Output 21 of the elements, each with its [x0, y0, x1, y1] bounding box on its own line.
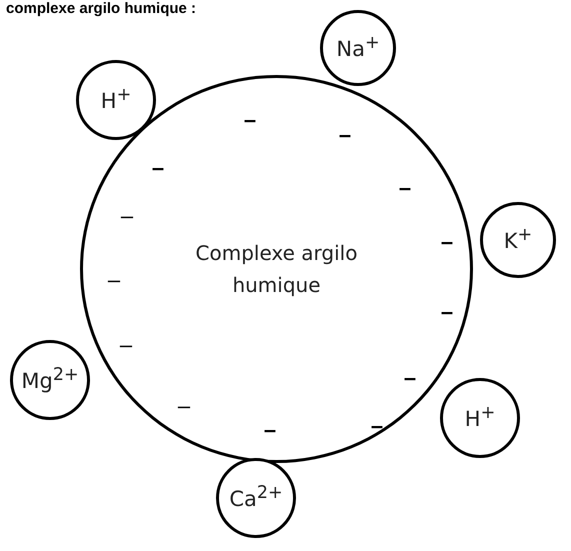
- title: complexe argilo humique :: [6, 0, 196, 17]
- negative-charge: –: [120, 205, 134, 227]
- negative-charge: –: [440, 231, 454, 253]
- ion-label: Ca$^{2+}$: [229, 482, 283, 514]
- negative-charge: –: [264, 419, 276, 441]
- negative-charge: –: [108, 269, 120, 291]
- ion-label: H$^{+}$: [100, 84, 132, 116]
- ion-label: Mg$^{2+}$: [21, 364, 79, 396]
- negative-charge: –: [398, 177, 412, 199]
- negative-charge: –: [244, 109, 256, 131]
- negative-charge: –: [152, 157, 164, 179]
- ion-label: H$^{+}$: [464, 402, 496, 434]
- negative-charge: –: [370, 415, 384, 437]
- complex-label: Complexe argilo humique: [194, 240, 358, 299]
- negative-charge: –: [404, 367, 416, 389]
- negative-charge: –: [120, 334, 132, 356]
- negative-charge: –: [440, 301, 454, 323]
- negative-charge: –: [178, 395, 190, 417]
- ion-label: K$^{+}$: [504, 224, 532, 256]
- ion-label: Na$^{+}$: [336, 32, 380, 64]
- negative-charge: –: [338, 124, 352, 146]
